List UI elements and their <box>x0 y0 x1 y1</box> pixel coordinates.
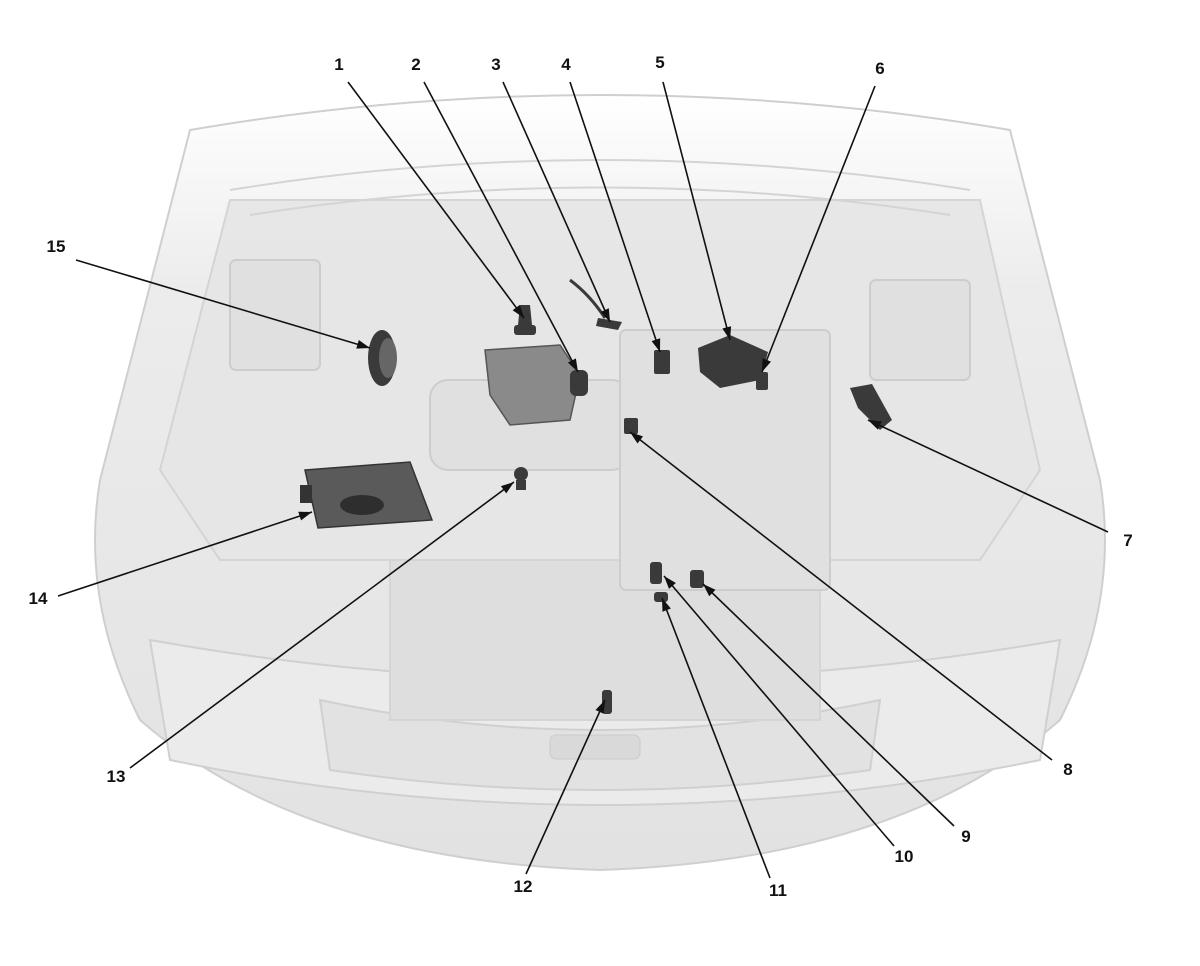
leader-line-5 <box>662 81 731 341</box>
leader-line-7 <box>867 419 1109 533</box>
leader-line-2 <box>423 81 579 373</box>
callout-label-14: 14 <box>29 589 48 608</box>
callout-label-5: 5 <box>655 53 664 72</box>
arrowhead-2 <box>567 358 578 372</box>
component-9-sensor <box>690 570 704 588</box>
callout-label-2: 2 <box>411 55 420 74</box>
callout-9: 9 <box>702 583 971 846</box>
callout-label-11: 11 <box>769 881 787 900</box>
leader-line-1 <box>347 81 525 319</box>
callout-7: 7 <box>867 419 1133 550</box>
callout-label-6: 6 <box>875 59 884 78</box>
arrowhead-11 <box>662 598 671 612</box>
callout-label-7: 7 <box>1123 531 1132 550</box>
callout-1: 1 <box>334 55 525 319</box>
arrowhead-6 <box>762 358 771 372</box>
callout-label-4: 4 <box>561 55 571 74</box>
leader-line-6 <box>761 85 876 373</box>
windshield-cowl-ghost <box>229 159 971 216</box>
arrowhead-13 <box>500 482 514 494</box>
leader-line-11 <box>661 597 771 879</box>
component-4-connector <box>654 350 670 374</box>
callout-label-10: 10 <box>895 847 914 866</box>
callout-2: 2 <box>411 55 579 373</box>
callout-label-3: 3 <box>491 55 500 74</box>
callout-label-8: 8 <box>1063 760 1072 779</box>
callout-8: 8 <box>629 431 1073 779</box>
intake-manifold-ghost <box>229 259 971 591</box>
component-7-air-flow-sensor <box>850 384 892 430</box>
callout-11: 11 <box>661 597 787 900</box>
arrowhead-1 <box>512 304 524 318</box>
arrowhead-14 <box>298 511 312 521</box>
arrowhead-12 <box>595 700 605 714</box>
arrowhead-4 <box>651 338 661 352</box>
arrowhead-3 <box>600 308 610 322</box>
leader-line-15 <box>75 259 371 349</box>
callout-6: 6 <box>761 59 885 373</box>
leader-line-14 <box>57 511 313 597</box>
component-10-sensor <box>650 562 662 584</box>
callout-12: 12 <box>514 699 606 896</box>
arrowhead-7 <box>868 420 882 430</box>
component-14-control-module <box>300 461 434 529</box>
component-3-oxygen-sensor <box>569 278 622 330</box>
component-5-valve-assembly <box>698 335 768 388</box>
callout-label-9: 9 <box>961 827 970 846</box>
component-6-sensor <box>756 372 768 390</box>
callout-4: 4 <box>561 55 661 353</box>
arrowhead-9 <box>703 584 716 597</box>
leader-line-3 <box>502 81 611 323</box>
leader-line-4 <box>569 81 661 353</box>
leader-line-12 <box>525 699 606 875</box>
front-bumper-ghost <box>148 638 1062 806</box>
callout-label-15: 15 <box>47 237 66 256</box>
component-12-sensor <box>602 690 612 714</box>
callout-3: 3 <box>491 55 611 323</box>
arrowhead-15 <box>356 339 370 349</box>
callout-15: 15 <box>47 237 371 349</box>
callout-14: 14 <box>29 511 313 608</box>
callout-10: 10 <box>663 575 914 866</box>
callout-label-13: 13 <box>107 767 126 786</box>
component-8-sensor <box>624 418 638 434</box>
leader-line-13 <box>129 481 515 769</box>
component-15-alternator <box>368 330 397 386</box>
component-2-catalytic-converter <box>484 344 588 426</box>
component-13-sensor <box>514 467 528 490</box>
leader-line-10 <box>663 575 895 847</box>
callout-5: 5 <box>655 53 732 341</box>
leader-line-8 <box>629 431 1053 761</box>
component-1-sensor <box>514 305 536 335</box>
leader-line-9 <box>702 583 955 827</box>
callout-13: 13 <box>107 481 515 786</box>
arrowhead-8 <box>630 432 644 444</box>
callout-label-1: 1 <box>334 55 343 74</box>
arrowhead-10 <box>664 576 676 589</box>
callout-label-12: 12 <box>514 877 533 896</box>
grille-emblem-ghost <box>549 734 641 760</box>
arrowhead-5 <box>722 326 732 340</box>
component-11-sensor <box>654 592 668 602</box>
